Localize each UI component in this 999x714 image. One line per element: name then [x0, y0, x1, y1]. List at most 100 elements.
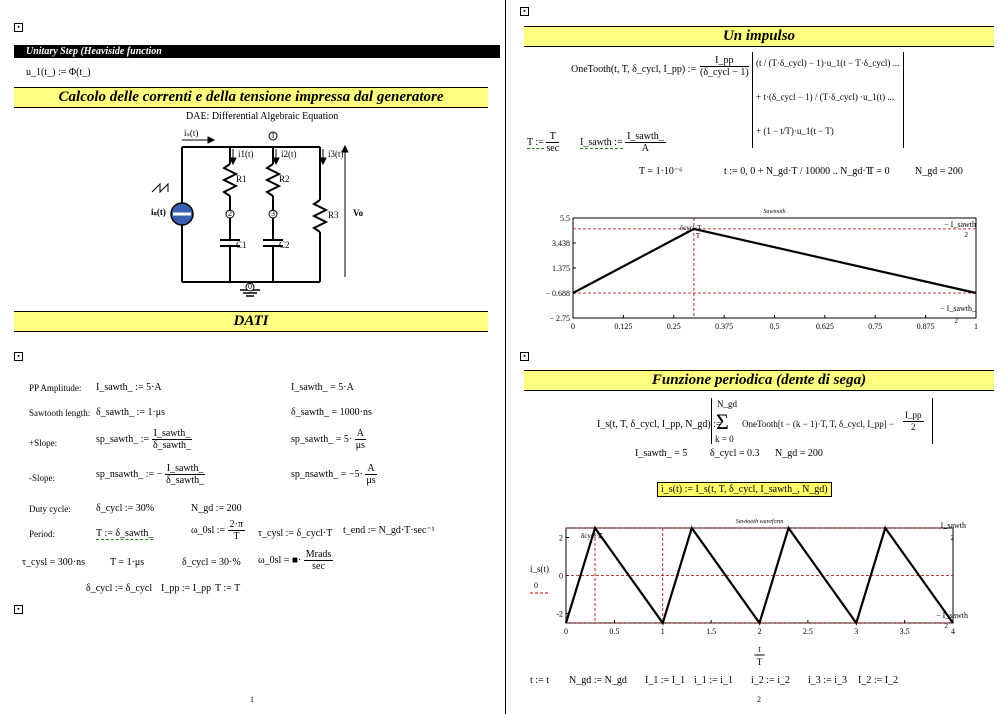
annotation-label: δcycl·T	[581, 532, 603, 540]
ngd-def: N_gd := 200	[191, 503, 242, 514]
ngd-value: N_gd = 200	[915, 166, 963, 177]
section-title-calcolo: Calcolo delle correnti e della tensione …	[14, 87, 488, 108]
node-1-label: 1	[271, 131, 275, 140]
y-tick-label: 3.438	[552, 239, 570, 248]
c2-label: C2	[279, 240, 290, 250]
x-tick-label: 0.5	[609, 627, 619, 636]
annotation-label: T	[696, 232, 701, 240]
heaviside-definition: u_1(t_) := Φ(t_)	[26, 67, 91, 78]
sawtooth-length-def: δ_sawth_ := 1·μs	[96, 407, 166, 418]
circuit-diagram	[151, 131, 349, 297]
bottom-def-t: t := t	[530, 675, 549, 686]
x-tick-label: 0	[564, 627, 568, 636]
annotation-label: 2	[945, 622, 949, 630]
section-title-impulso: Un impulso	[524, 26, 994, 47]
node-0-label: 0	[248, 282, 252, 291]
pp-amplitude-result: I_sawth_ = 5·A	[291, 382, 354, 393]
is-def-body: OneTooth[t − (k − 1)·T, T, δ_cycl, I_pp]…	[742, 419, 895, 429]
x-tick-label: 0.125	[614, 322, 632, 331]
is-sum-bottom: k = 0	[715, 434, 734, 444]
x-tick-label: 0.875	[917, 322, 935, 331]
series-line	[564, 525, 954, 626]
period-label: Period:	[29, 529, 55, 539]
duty-result: δ_cycl = 30·%	[182, 557, 241, 568]
x-tick-label: 0.25	[667, 322, 681, 331]
i2-label: i2(t)	[281, 149, 297, 159]
range-def: t := 0, 0 + N_gd·T / 10000 .. N_gd·T	[724, 166, 872, 177]
vo-label: Vo	[353, 208, 364, 218]
chart-title: Sawtooth	[763, 209, 785, 215]
x-axis-label-numerator: t	[758, 644, 761, 654]
page-number-1: 1	[250, 695, 254, 704]
y-tick-label: -2	[556, 610, 563, 619]
is-top-label: iₛ(t)	[184, 128, 199, 138]
x-tick-label: 0	[571, 322, 575, 331]
tend-def: t_end := N_gd·T·sec⁻¹	[343, 525, 435, 536]
x-tick-label: 4	[951, 627, 955, 636]
onetooth-bracket	[752, 52, 904, 148]
is-source-label: iₛ(t)	[151, 207, 166, 217]
bottom-def-I1: I_1 := I_1	[645, 675, 686, 686]
pos-slope-label: +Slope:	[29, 438, 58, 448]
is-def-bracket	[711, 398, 933, 444]
period-result: T = 1·μs	[110, 557, 145, 568]
page-divider	[505, 0, 506, 714]
x-tick-label: 0.5	[770, 322, 780, 331]
duty-cycle-label: Duty cycle:	[29, 504, 71, 514]
bottom-def-i2: i_2 := i_2	[751, 675, 790, 686]
y-tick-label: 2	[559, 534, 563, 543]
y-axis-label: i_s(t)	[530, 564, 549, 574]
bottom-def-ngd: N_gd := N_gd	[569, 675, 627, 686]
period-def: T := δ_sawth_	[96, 528, 154, 540]
isawth-value: I_sawth_ = 5	[635, 448, 688, 459]
annotation-label: − I_sawth	[944, 220, 976, 229]
annotation-label: 2	[955, 317, 959, 325]
page-number-2: 2	[757, 695, 761, 704]
t-reassign: T := T	[215, 583, 241, 594]
chart-title: Sawtooth waveform	[736, 518, 784, 525]
region-marker[interactable]: ▪	[520, 7, 529, 16]
onetooth-factor: I_pp(δ_cycl − 1)	[700, 55, 749, 78]
x-tick-label: 3.5	[900, 627, 910, 636]
bottom-def-I2: I_2 := I_2	[858, 675, 899, 686]
is-sum-top: N_gd	[717, 399, 737, 409]
plot-frame	[572, 217, 977, 319]
y-tick-label: − 0.688	[545, 289, 570, 298]
tau-def: τ_cysl := δ_cycl·T	[258, 528, 333, 539]
region-marker[interactable]: ▪	[14, 23, 23, 32]
is-def-lhs: I_s(t, T, δ_cycl, I_pp, N_gd) :=	[597, 419, 722, 430]
duty-cycle-def: δ_cycl := 30%	[96, 503, 155, 514]
x-tick-label: 1	[661, 627, 665, 636]
i3-label: i3(t)	[328, 149, 344, 159]
annotation-label: − I_sawth	[936, 611, 968, 620]
region-marker[interactable]: ▪	[520, 352, 529, 361]
isawth-scale-def: I_sawth := I_sawth_A	[580, 131, 666, 154]
y-tick-label: 1.375	[552, 264, 570, 273]
region-marker[interactable]: ▪	[14, 605, 23, 614]
region-marker[interactable]: ▪	[14, 352, 23, 361]
y-tick-label: 5.5	[560, 214, 570, 223]
pp-amplitude-def: I_sawth_ := 5·A	[96, 382, 162, 393]
section-title-dati: DATI	[14, 311, 488, 332]
y-tick-label: − 2.75	[549, 314, 570, 323]
x-tick-label: 1	[974, 322, 978, 331]
annotation-label: I_sawth	[941, 521, 966, 530]
onetooth-lhs: OneTooth(t, T, δ_cycl, I_pp) :=	[571, 64, 697, 75]
neg-slope-def: sp_nsawth_ := − I_sawth_δ_sawth_	[96, 463, 206, 486]
x-tick-label: 1.5	[706, 627, 716, 636]
sawtooth-length-label: Sawtooth length:	[29, 408, 91, 418]
duty-reassign: δ_cycl := δ_cycl	[86, 583, 153, 594]
onetooth-term-2: + t·(δ_cycl − 1) / (T·δ_cycl) ·u_1(t) ..…	[756, 92, 895, 102]
is-highlighted-def: i_s(t) := I_s(t, T, δ_cycl, I_sawth_, N_…	[657, 482, 832, 497]
x-tick-label: 2	[758, 627, 762, 636]
i1-label: i1(t)	[238, 149, 254, 159]
tau-result: τ_cysl = 300·ns	[22, 557, 85, 568]
annotation-label: 2	[951, 534, 955, 542]
dae-label: DAE: Differential Algebraic Equation	[186, 111, 339, 122]
neg-slope-label: -Slope:	[29, 473, 55, 483]
x-tick-label: 2.5	[803, 627, 813, 636]
